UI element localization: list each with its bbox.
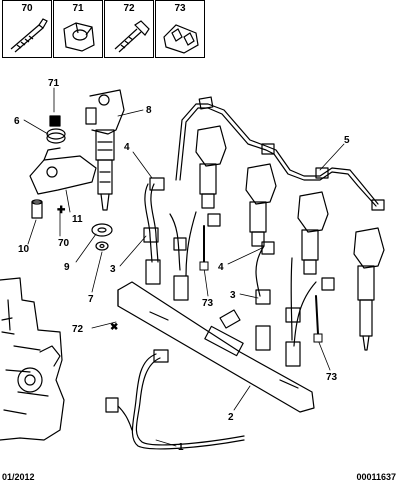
fuel-return-pipe (175, 96, 385, 211)
callout-3: 3 (110, 264, 116, 275)
seal-washer-part (91, 223, 113, 251)
pipe-union-nut (143, 177, 335, 323)
clip-marker-icon (313, 333, 323, 343)
callout-11: 11 (72, 214, 83, 225)
callout-4: 4 (218, 262, 224, 273)
engine-block-part (0, 277, 65, 441)
callout-8: 8 (146, 105, 152, 116)
callout-5: 5 (344, 135, 350, 146)
installed-injector (195, 125, 227, 209)
callout-72: 72 (72, 324, 84, 335)
legend-number: 73 (174, 3, 186, 14)
legend-cell-70: 70 (2, 0, 52, 58)
installed-injector (353, 227, 385, 351)
common-rail (117, 259, 315, 413)
return-hose (203, 225, 319, 335)
callout-2: 2 (228, 412, 234, 423)
legend-number: 70 (21, 3, 33, 14)
bolt-marker-icon: ✖ (110, 322, 118, 333)
footer-date: 01/2012 (2, 472, 35, 482)
legend-number: 71 (72, 3, 84, 14)
legend-cell-72: 72 (104, 0, 154, 58)
callout-4: 4 (124, 142, 130, 153)
callout-1: 1 (178, 442, 184, 453)
callout-10: 10 (18, 244, 30, 255)
nut-marker-icon (50, 116, 60, 126)
legend-cell-73: 73 (155, 0, 205, 58)
fuel-feed-pipe (105, 349, 245, 450)
callout-6: 6 (14, 116, 20, 127)
legend-cell-71: 71 (53, 0, 103, 58)
callout-71: 71 (48, 78, 60, 89)
spacer-part (31, 199, 43, 219)
screw-marker-icon: ✚ (57, 205, 66, 216)
clip-marker-icon (199, 261, 209, 271)
callout-3: 3 (230, 290, 236, 301)
footer-reference: 00011637 (356, 472, 396, 482)
legend-number: 72 (123, 3, 135, 14)
callout-73: 73 (202, 298, 214, 309)
parts-legend: 70 71 72 73 (0, 0, 206, 60)
installed-injector (245, 163, 277, 247)
installed-injector (297, 191, 329, 275)
callout-9: 9 (64, 262, 70, 273)
bolt-icon (114, 20, 150, 53)
injector-exploded (85, 89, 125, 211)
callout-70: 70 (58, 238, 70, 249)
nut-icon (63, 22, 95, 52)
injector-clamp (29, 147, 97, 195)
clip-icon (163, 24, 199, 54)
callout-73: 73 (326, 372, 338, 383)
screw-icon (10, 18, 48, 53)
callout-7: 7 (88, 294, 94, 305)
